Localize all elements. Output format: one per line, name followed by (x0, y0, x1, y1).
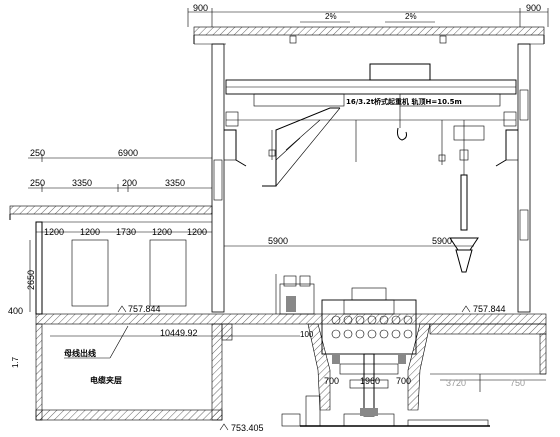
bottom-elevation: 753.405 (219, 423, 264, 433)
dim-3350-b: 3350 (165, 178, 185, 188)
roof-slope-right: 2% (405, 12, 417, 21)
dim-10449: 10449.92 (160, 328, 198, 338)
busbar-label: 母线出线 (64, 348, 96, 358)
roof-slope-left: 2% (325, 12, 337, 21)
dim-2650: 2650 (26, 270, 36, 290)
dim-1730: 1730 (116, 227, 136, 237)
cable-layer-label: 电缆夹层 (90, 375, 122, 385)
cable-gallery: 母线出线 电缆夹层 1.7 (11, 323, 233, 421)
exciter (351, 287, 387, 301)
dim-top-right-900: 900 (526, 3, 541, 13)
dim-5900-right: 5900 (432, 236, 452, 246)
bridge-crane: 16/3.2t桥式起重机 轨顶H=10.5m (225, 63, 517, 273)
dim-250-b: 250 (30, 178, 45, 188)
dim-400: 400 (8, 306, 23, 316)
dim-top-left-900: 900 (193, 3, 208, 13)
generator-stator (321, 299, 417, 355)
pit-wall-left (307, 323, 331, 411)
roof-slab (193, 26, 545, 36)
dim-100: 100 (300, 330, 314, 339)
dim-5900-left: 5900 (268, 236, 288, 246)
roof: 900 900 2% 2% (187, 3, 549, 45)
dim-3720: 3720 (446, 378, 466, 388)
gallery-floor (35, 409, 223, 421)
left-annex: 250 6900 250 3350 200 3350 1200 1200 173… (8, 148, 213, 316)
crane-trolley (369, 63, 431, 81)
dim-1960: 1960 (360, 376, 380, 386)
dim-1-7: 1.7 (11, 356, 20, 368)
annex-window-2 (149, 239, 187, 307)
right-lower-section: 3720 750 (429, 323, 547, 392)
dim-3350-a: 3350 (72, 178, 92, 188)
governor-cabinet (279, 283, 315, 315)
annex-wall-left (35, 221, 43, 315)
dim-6900: 6900 (118, 148, 138, 158)
elev-757-right: 757.844 (473, 304, 506, 314)
generator-unit: 700 1960 700 (275, 274, 490, 427)
dim-700-b: 700 (396, 376, 411, 386)
dim-750: 750 (510, 378, 525, 388)
dim-1200-b: 1200 (80, 227, 100, 237)
elev-753: 753.405 (231, 423, 264, 433)
dim-250-a: 250 (30, 148, 45, 158)
span-dimension: 5900 5900 (224, 236, 474, 247)
elev-757-left: 757.844 (128, 304, 161, 314)
dim-200: 200 (122, 178, 137, 188)
annex-window-1 (71, 239, 109, 307)
crane-label: 16/3.2t桥式起重机 轨顶H=10.5m (346, 97, 462, 106)
floor-slab (35, 313, 547, 325)
left-column (211, 43, 225, 313)
suspended-shaft (460, 174, 468, 231)
dim-1200-d: 1200 (187, 227, 207, 237)
dim-700-a: 700 (324, 376, 339, 386)
right-column (517, 43, 531, 313)
suspended-runner (455, 249, 473, 273)
pit-wall-right (407, 323, 431, 411)
main-hall-walls (211, 43, 531, 313)
stator-grid (331, 315, 413, 339)
dim-1200-a: 1200 (44, 227, 64, 237)
annex-roof (9, 205, 213, 215)
dim-1200-c: 1200 (152, 227, 172, 237)
crane-hook (397, 127, 407, 141)
